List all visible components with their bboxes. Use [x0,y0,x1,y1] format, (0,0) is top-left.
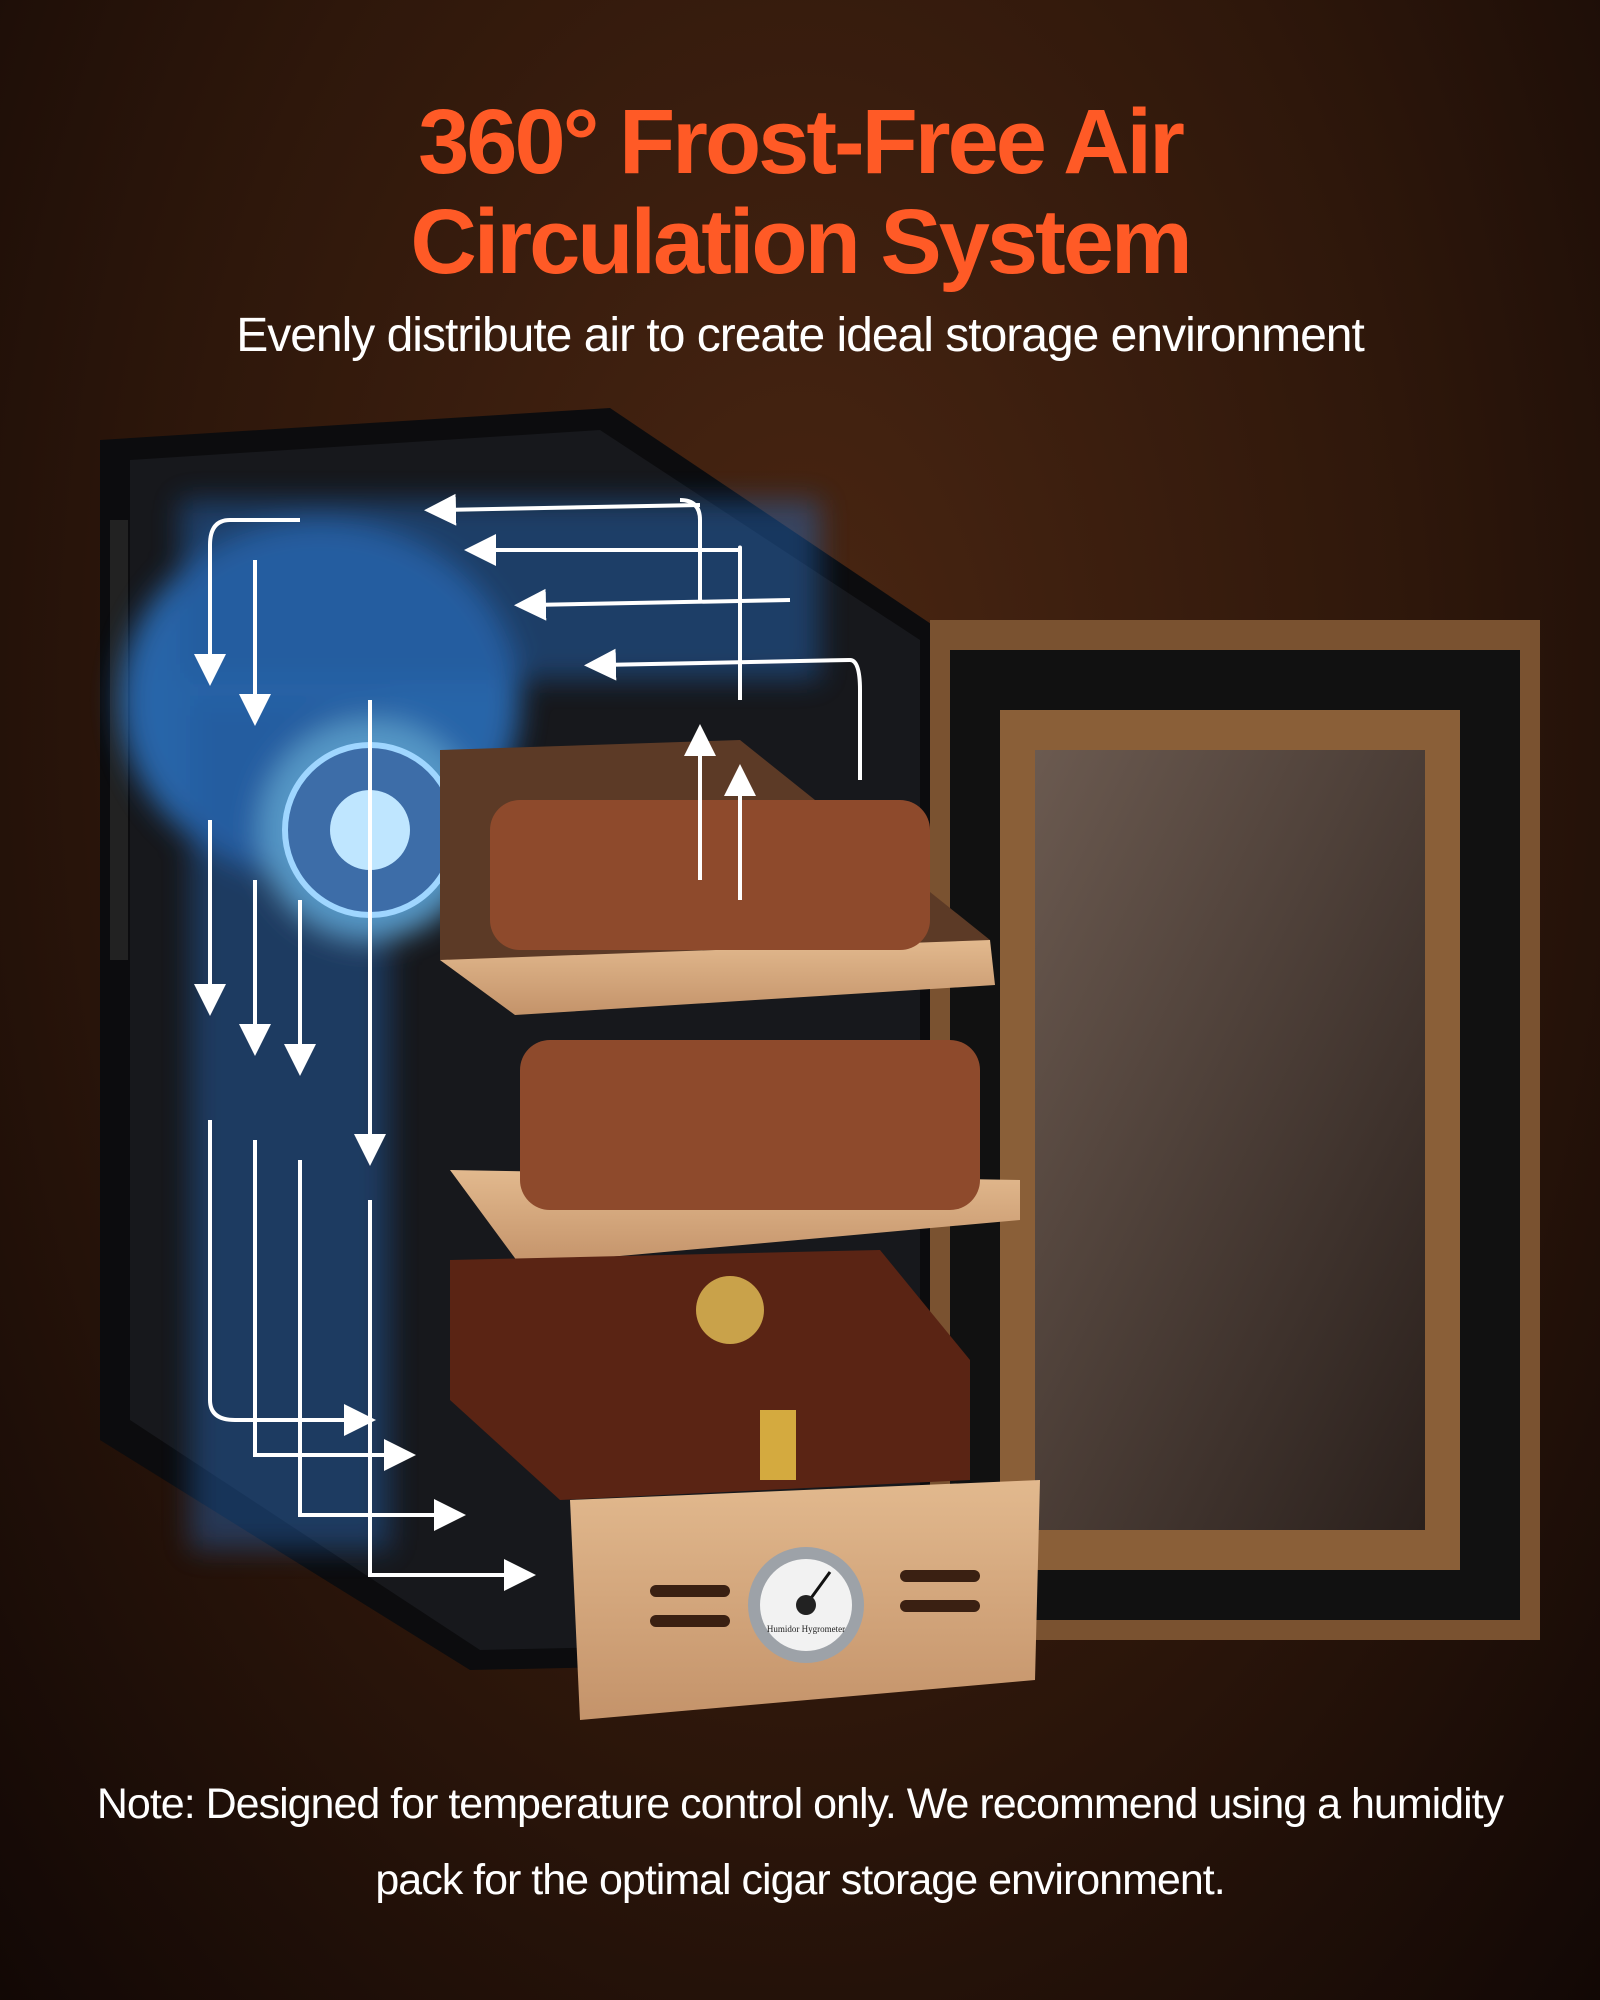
headline: 360° Frost-Free Air Circulation System [0,92,1600,292]
footnote-line-2: pack for the optimal cigar storage envir… [375,1856,1225,1904]
cabinet-door [930,620,1540,1640]
cigars-middle [520,1040,980,1210]
subtitle: Evenly distribute air to create ideal st… [236,309,1365,362]
headline-line-2: Circulation System [410,191,1192,293]
footnote: Note: Designed for temperature control o… [0,1766,1600,1918]
footnote-line-1: Note: Designed for temperature control o… [96,1780,1504,1828]
headline-line-1: 360° Frost-Free Air [418,91,1185,193]
hygrometer-label: Humidor Hygrometer [767,1624,845,1634]
humidor-box [450,1250,970,1500]
airflow-arrows-icon [194,493,862,1591]
hygrometer-icon: Humidor Hygrometer [748,1547,864,1663]
cigars-top [490,800,930,950]
